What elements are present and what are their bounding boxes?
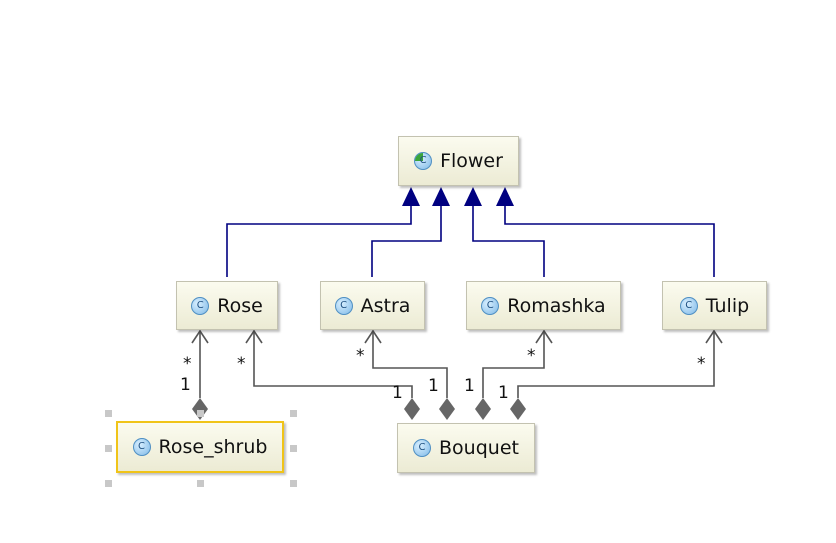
class-name: Astra xyxy=(360,294,411,317)
open-arrowheads xyxy=(191,329,723,344)
edge-rose-to-flower[interactable] xyxy=(226,206,412,277)
edge-romashka-to-flower[interactable] xyxy=(472,206,545,277)
generalization-arrowheads xyxy=(402,187,514,206)
multiplicity-label: * xyxy=(183,354,192,374)
class-rose-shrub[interactable]: C Rose_shrub xyxy=(116,421,284,473)
resize-handle-bottom[interactable] xyxy=(197,480,204,487)
diamond-bouquet-romashka xyxy=(475,398,491,420)
class-name: Romashka xyxy=(507,294,606,317)
multiplicity-label: 1 xyxy=(428,376,439,396)
resize-handle-left[interactable] xyxy=(105,445,112,452)
diamond-bouquet-rose xyxy=(404,398,420,420)
resize-handle-bottom-right[interactable] xyxy=(290,480,297,487)
multiplicity-label: 1 xyxy=(464,376,475,396)
arrowhead-romashka xyxy=(464,187,482,206)
open-arrow-rose xyxy=(245,329,263,344)
resize-handle-top-right[interactable] xyxy=(290,410,297,417)
diamond-rose-shrub xyxy=(192,398,208,420)
class-astra[interactable]: C Astra xyxy=(320,281,425,330)
class-romashka[interactable]: C Romashka xyxy=(466,281,621,330)
multiplicity-label: * xyxy=(697,354,706,374)
resize-handle-top[interactable] xyxy=(197,410,204,417)
class-icon: C xyxy=(132,438,151,456)
composition-edges xyxy=(199,331,715,398)
multiplicity-label: 1 xyxy=(498,383,509,403)
arrowhead-astra xyxy=(432,187,450,206)
arrowhead-tulip xyxy=(496,187,514,206)
open-arrow-astra xyxy=(364,329,382,344)
class-name: Tulip xyxy=(705,294,750,317)
multiplicity-label: 1 xyxy=(180,375,191,395)
edge-bouquet-to-tulip[interactable] xyxy=(517,331,715,398)
class-icon: C xyxy=(481,296,500,315)
class-name: Flower xyxy=(440,150,503,172)
class-flower[interactable]: C Flower xyxy=(398,136,519,186)
edge-tulip-to-flower[interactable] xyxy=(504,206,715,277)
class-name: Rose_shrub xyxy=(158,436,268,458)
multiplicity-label: * xyxy=(237,354,246,374)
composition-diamonds xyxy=(192,398,526,420)
edge-astra-to-flower[interactable] xyxy=(371,206,442,277)
multiplicity-label: * xyxy=(527,346,536,366)
class-name: Bouquet xyxy=(439,437,519,459)
class-icon: C xyxy=(413,439,432,457)
resize-handle-bottom-left[interactable] xyxy=(105,480,112,487)
multiplicity-label: 1 xyxy=(392,383,403,403)
open-arrow-rose-shrub xyxy=(191,329,209,344)
arrowhead-rose xyxy=(402,187,420,206)
open-arrow-tulip xyxy=(705,329,723,344)
edge-bouquet-to-rose[interactable] xyxy=(253,331,413,398)
edge-bouquet-to-romashka[interactable] xyxy=(482,331,545,398)
diamond-bouquet-astra xyxy=(439,398,455,420)
class-icon: C xyxy=(334,296,353,315)
class-rose[interactable]: C Rose xyxy=(176,281,278,330)
class-tulip[interactable]: C Tulip xyxy=(662,281,767,330)
class-name: Rose xyxy=(217,294,263,317)
class-icon: C xyxy=(191,296,210,315)
multiplicity-label: * xyxy=(356,346,365,366)
diamond-bouquet-tulip xyxy=(510,398,526,420)
generalization-edges xyxy=(226,206,715,277)
resize-handle-top-left[interactable] xyxy=(105,410,112,417)
open-arrow-romashka xyxy=(535,329,553,344)
abstract-class-icon: C xyxy=(414,152,433,170)
resize-handle-right[interactable] xyxy=(290,445,297,452)
class-bouquet[interactable]: C Bouquet xyxy=(397,423,535,473)
class-icon: C xyxy=(679,296,698,315)
edge-bouquet-to-astra[interactable] xyxy=(372,331,448,398)
